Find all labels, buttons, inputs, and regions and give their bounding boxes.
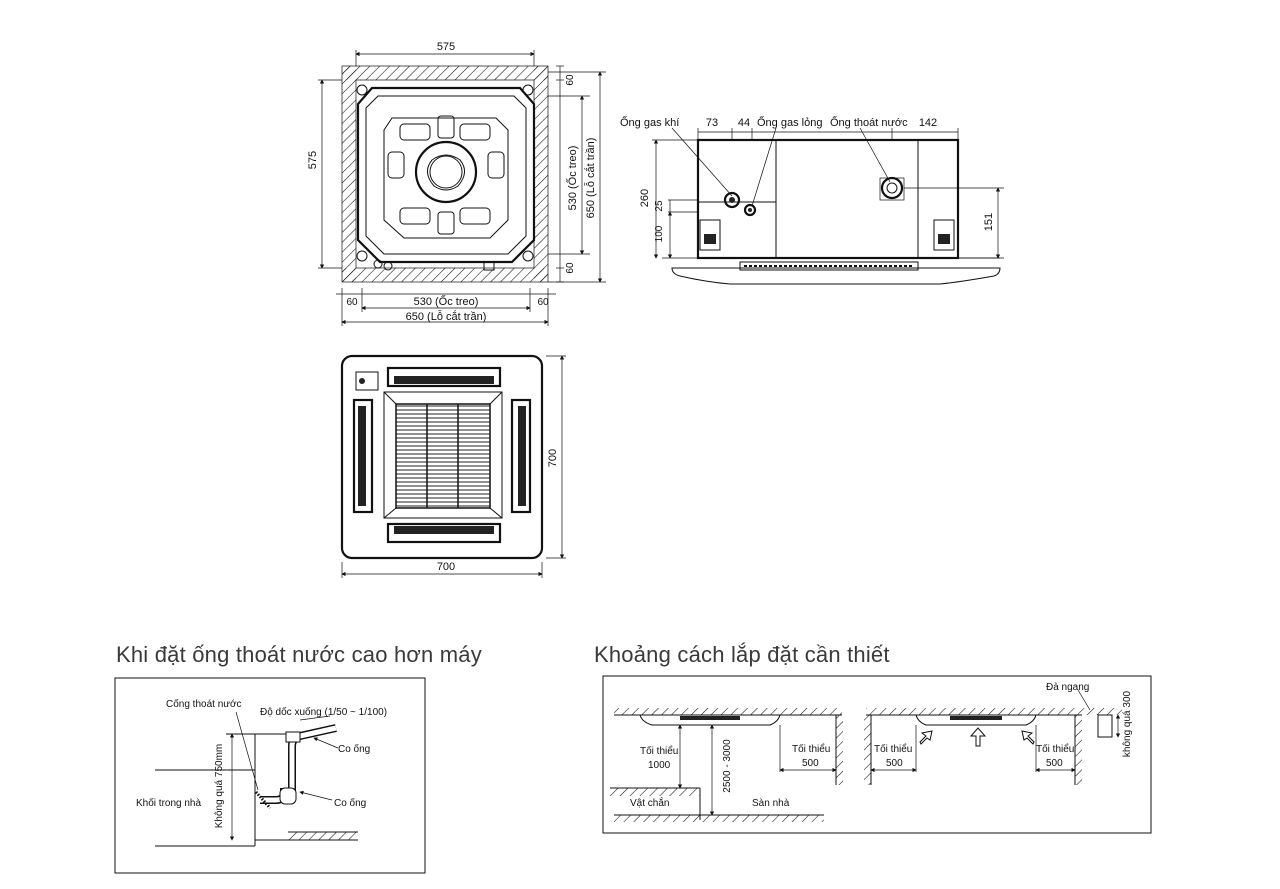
label-toi-thieu-500-2a: Tối thiểu xyxy=(874,743,912,755)
label-toi-thieu-1000-a: Tối thiểu xyxy=(640,745,678,757)
label-san-nha: Sàn nhà xyxy=(752,798,790,809)
clearance-section-title: Khoảng cách lắp đặt cần thiết xyxy=(594,642,890,667)
dim-bottom-right-60: 60 xyxy=(537,297,549,308)
dim-panel-height: 700 xyxy=(547,449,559,467)
dim-100: 100 xyxy=(654,225,665,242)
dim-bottom-left-60: 60 xyxy=(346,297,358,308)
label-toi-thieu-1000-b: 1000 xyxy=(648,760,671,771)
label-toi-thieu-500-3a: Tối thiểu xyxy=(1036,743,1074,755)
label-toi-thieu-500-2b: 500 xyxy=(886,758,903,769)
dim-260: 260 xyxy=(639,189,651,207)
dim-bottom-650: 650 (Lỗ cắt trần) xyxy=(406,310,487,323)
label-khoi-trong-nha: Khối trong nhà xyxy=(136,797,201,809)
drain-diagram: Cống thoát nước Độ dốc xuống (1/50 ~ 1/1… xyxy=(114,677,426,874)
clearance-diagram: Tối thiểu 1000 2500 - 3000 Tối thiểu 500… xyxy=(602,675,1152,834)
dim-25: 25 xyxy=(654,200,665,212)
dim-right-bottom-60: 60 xyxy=(565,262,576,274)
label-cong-thoat-nuoc: Cống thoát nước xyxy=(166,698,242,710)
label-gas-khi: Ống gas khí xyxy=(620,115,679,129)
label-khong-qua-750: Không quá 750mm xyxy=(214,744,225,829)
dim-right-top-60: 60 xyxy=(565,74,576,86)
dim-panel-width: 700 xyxy=(437,561,455,573)
label-da-ngang: Đà ngang xyxy=(1046,682,1089,693)
label-toi-thieu-500-3b: 500 xyxy=(1046,758,1063,769)
label-do-doc: Độ dốc xuống (1/50 ~ 1/100) xyxy=(260,706,387,718)
label-height-2500: 2500 - 3000 xyxy=(722,739,733,793)
dim-top-575: 575 xyxy=(437,41,455,53)
dim-142: 142 xyxy=(919,117,937,129)
dim-bottom-530: 530 (Ốc treo) xyxy=(414,294,479,308)
label-khong-qua-300: không quá 300 xyxy=(1122,690,1133,757)
label-vat-chan: Vật chắn xyxy=(630,796,669,809)
dim-left-575: 575 xyxy=(307,151,319,169)
label-co-ong-1: Co ống xyxy=(338,743,370,755)
label-toi-thieu-500-1b: 500 xyxy=(802,758,819,769)
drain-section-title: Khi đặt ống thoát nước cao hơn máy xyxy=(116,642,482,667)
side-view: Ống gas khí Ống gas lỏng Ống thoát nước … xyxy=(620,115,1004,285)
dim-right-650: 650 (Lỗ cắt trần) xyxy=(584,138,597,219)
label-thoat-nuoc: Ống thoát nước xyxy=(830,115,908,129)
dim-right-530: 530 (Ốc treo) xyxy=(565,146,579,211)
dim-44: 44 xyxy=(738,117,750,129)
dim-151: 151 xyxy=(983,213,995,231)
label-co-ong-2: Co ống xyxy=(334,797,366,809)
panel-view: 700 700 xyxy=(340,354,566,578)
label-gas-long: Ống gas lỏng xyxy=(757,115,822,129)
dim-73: 73 xyxy=(706,117,718,129)
label-toi-thieu-500-1a: Tối thiểu xyxy=(792,743,830,755)
top-view: 575 575 60 60 530 (Ốc treo) 650 (Lỗ cắt … xyxy=(307,41,606,326)
